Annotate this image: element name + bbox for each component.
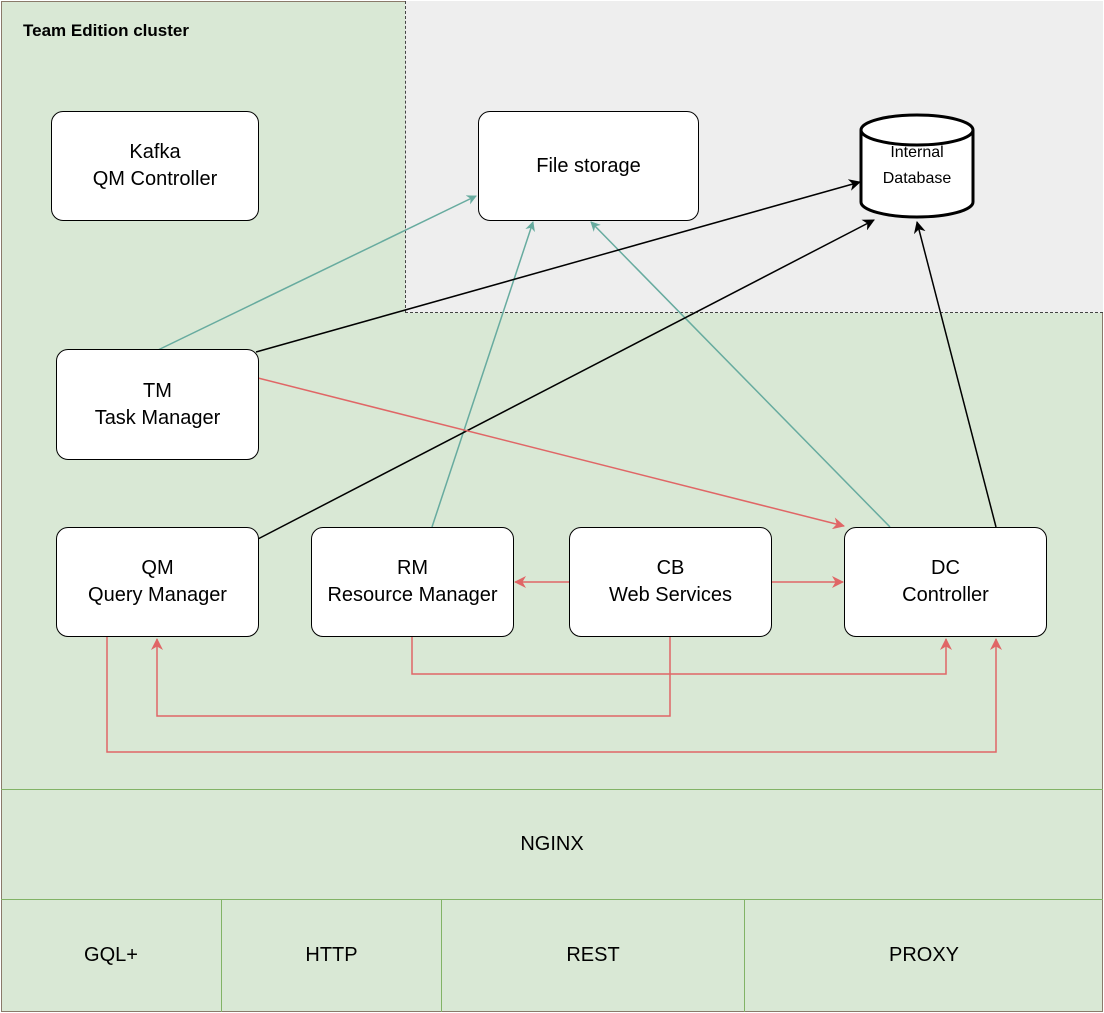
cluster-title: Team Edition cluster [23, 21, 189, 40]
qm-controller-label: QM Controller [92, 168, 218, 190]
qm-label: QM [141, 557, 174, 579]
protocol-proxy-cell: PROXY [745, 899, 1103, 1012]
database-cylinder-icon [859, 113, 975, 219]
cb-web-services-node[interactable]: CB Web Services [569, 527, 772, 637]
database-label-line2: Database [882, 170, 952, 187]
edge-tm-to-file-storage [157, 195, 477, 351]
tm-label: TM [143, 379, 172, 402]
qm-query-manager-node[interactable]: QM Query Manager [56, 527, 259, 637]
edge-dc-to-file-storage [590, 221, 891, 528]
web-services-label: Web Services [608, 584, 732, 606]
protocol-gql-cell: GQL+ [1, 899, 222, 1012]
protocol-gql-label: GQL+ [84, 944, 138, 966]
dc-label: DC [931, 557, 960, 579]
rm-label: RM [396, 557, 429, 579]
edge-rm-to-dc [411, 637, 952, 675]
protocol-http-cell: HTTP [222, 899, 442, 1012]
tm-task-manager-node[interactable]: TM Task Manager [56, 349, 259, 460]
protocol-rest-label: REST [566, 944, 620, 966]
edge-rm-to-file-storage [431, 221, 535, 528]
protocol-proxy-label: PROXY [888, 944, 960, 966]
controller-label: Controller [902, 584, 989, 606]
resource-manager-label: Resource Manager [327, 584, 498, 606]
database-label: Internal Database [862, 140, 972, 192]
rm-resource-manager-node[interactable]: RM Resource Manager [311, 527, 514, 637]
task-manager-label: Task Manager [94, 406, 221, 429]
file-storage-label: File storage [536, 154, 641, 177]
edge-qm-to-dc [106, 637, 1002, 753]
protocol-http-label: HTTP [305, 944, 358, 966]
kafka-label: Kafka [129, 141, 181, 163]
nginx-layer: NGINX [1, 789, 1103, 899]
edge-dc-to-database [913, 221, 997, 528]
database-label-line1: Internal [890, 144, 944, 161]
edge-cb-to-qm [151, 637, 671, 717]
edge-tm-to-dc [257, 377, 845, 530]
query-manager-label: Query Manager [88, 584, 227, 606]
edge-qm-to-database [255, 219, 875, 541]
cb-label: CB [656, 557, 685, 579]
kafka-qm-controller-node[interactable]: Kafka QM Controller [51, 111, 259, 221]
protocol-row [1, 899, 1103, 1012]
edge-tm-to-database [255, 179, 861, 353]
protocol-rest-cell: REST [442, 899, 745, 1012]
file-storage-node[interactable]: File storage [478, 111, 699, 221]
dc-controller-node[interactable]: DC Controller [844, 527, 1047, 637]
nginx-label: NGINX [520, 833, 584, 855]
